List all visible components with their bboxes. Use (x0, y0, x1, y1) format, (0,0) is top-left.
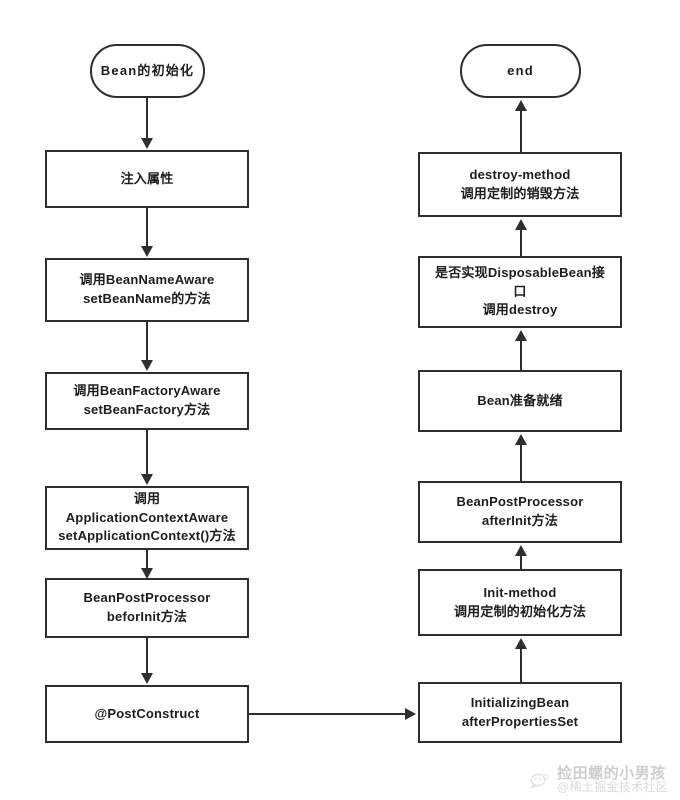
connector-initmethod-to-bpp-after (520, 555, 522, 569)
node-label: InitializingBean afterPropertiesSet (461, 694, 579, 729)
node-init-method: Init-method 调用定制的初始化方法 (418, 569, 622, 636)
watermark-text: 捡田螺的小男孩 @稀土掘金技术社区 (557, 764, 668, 795)
node-label: 调用BeanNameAware setBeanName的方法 (79, 272, 215, 306)
arrowhead-down (141, 673, 153, 684)
watermark-subtitle: @稀土掘金技术社区 (557, 780, 668, 795)
node-label: Bean准备就绪 (477, 392, 563, 408)
connector-initializingbean-to-initmethod (520, 648, 522, 682)
node-label: end (507, 62, 534, 78)
arrowhead-down (141, 360, 153, 371)
node-label: Init-method 调用定制的初始化方法 (453, 584, 586, 619)
node-label: 调用 ApplicationContextAware setApplicatio… (58, 490, 236, 544)
arrowhead-down (141, 246, 153, 257)
node-label: destroy-method 调用定制的销毁方法 (460, 166, 580, 201)
arrowhead-up (515, 638, 527, 649)
node-post-construct: @PostConstruct (45, 685, 249, 743)
arrowhead-up (515, 330, 527, 341)
arrowhead-down (141, 474, 153, 485)
node-initializing-bean: InitializingBean afterPropertiesSet (418, 682, 622, 743)
node-bean-post-processor-after-init: BeanPostProcessor afterInit方法 (418, 481, 622, 543)
node-inject-properties: 注入属性 (45, 150, 249, 208)
watermark-name: 捡田螺的小男孩 (557, 764, 666, 782)
node-disposable-bean: 是否实现DisposableBean接 口 调用destroy (418, 256, 622, 328)
connector-postconstruct-to-initializingbean (249, 713, 406, 715)
connector-start-to-inject (146, 98, 148, 139)
arrowhead-right (405, 708, 416, 720)
connector-beannameaware-to-beanfactoryaware (146, 322, 148, 361)
node-bean-name-aware: 调用BeanNameAware setBeanName的方法 (45, 258, 249, 322)
node-label: 注入属性 (120, 170, 174, 186)
node-label: @PostConstruct (94, 705, 200, 721)
node-end: end (460, 44, 581, 98)
node-label: BeanPostProcessor beforInit方法 (83, 590, 211, 624)
arrowhead-down (141, 138, 153, 149)
node-destroy-method: destroy-method 调用定制的销毁方法 (418, 152, 622, 217)
connector-destroymethod-to-end (520, 110, 522, 152)
node-bean-post-processor-before-init: BeanPostProcessor beforInit方法 (45, 578, 249, 638)
node-application-context-aware: 调用 ApplicationContextAware setApplicatio… (45, 486, 249, 550)
connector-beanready-to-disposablebean (520, 340, 522, 370)
node-bean-initialization-start: Bean的初始化 (90, 44, 205, 98)
arrowhead-up (515, 219, 527, 230)
connector-beanfactoryaware-to-appcontextaware (146, 430, 148, 475)
node-label: 是否实现DisposableBean接 口 调用destroy (435, 264, 605, 318)
connector-bpp-before-to-postconstruct (146, 638, 148, 674)
connector-appcontextaware-to-bpp-before (146, 550, 148, 569)
arrowhead-down (141, 568, 153, 579)
node-label: Bean的初始化 (100, 62, 195, 78)
connector-inject-to-beannameaware (146, 208, 148, 247)
connector-bpp-after-to-beanready (520, 444, 522, 481)
node-label: BeanPostProcessor afterInit方法 (456, 494, 584, 528)
connector-disposablebean-to-destroymethod (520, 229, 522, 256)
arrowhead-up (515, 545, 527, 556)
arrowhead-up (515, 434, 527, 445)
arrowhead-up (515, 100, 527, 111)
node-bean-ready: Bean准备就绪 (418, 370, 622, 432)
wechat-account-logo-icon (530, 772, 550, 789)
node-label: 调用BeanFactoryAware setBeanFactory方法 (73, 383, 221, 417)
node-bean-factory-aware: 调用BeanFactoryAware setBeanFactory方法 (45, 372, 249, 430)
watermark: 捡田螺的小男孩 @稀土掘金技术社区 (529, 764, 668, 795)
